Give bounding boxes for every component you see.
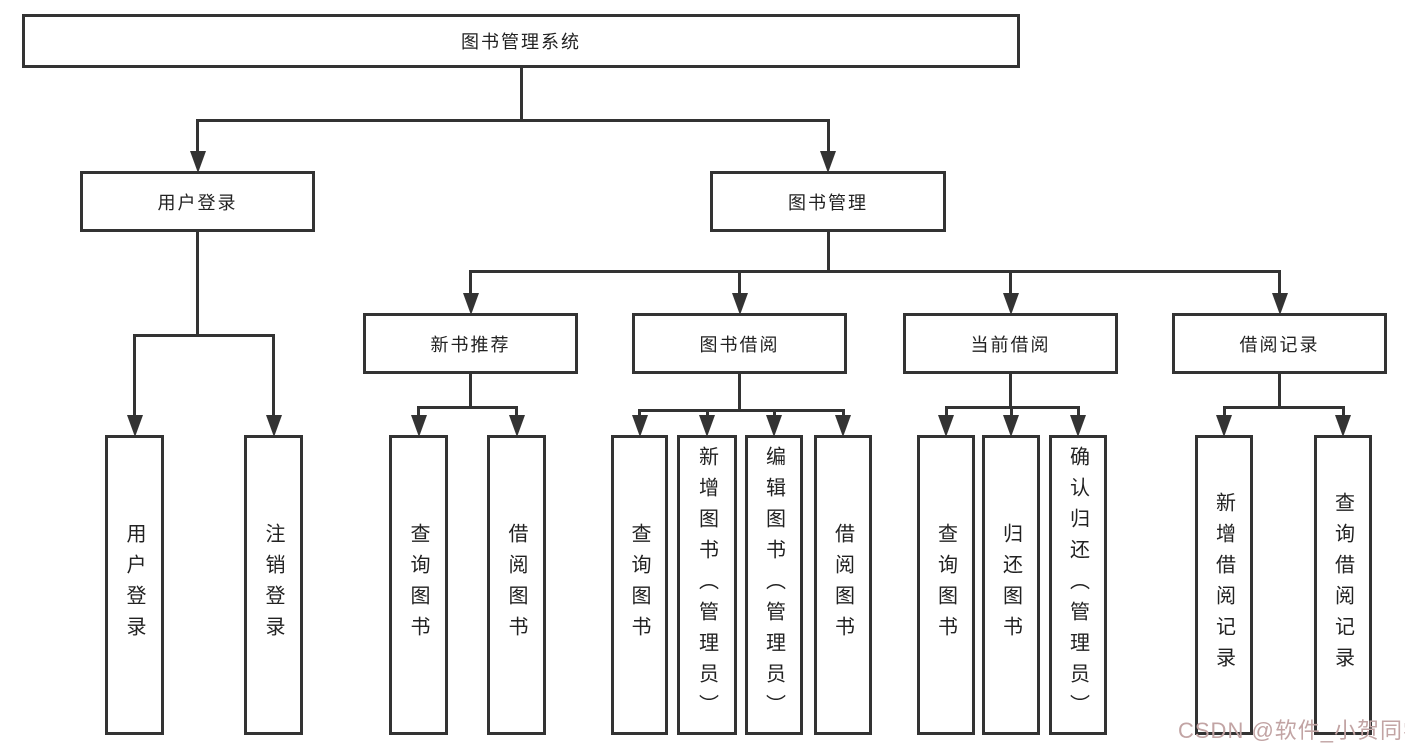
node-label: 借阅图书 bbox=[505, 523, 527, 647]
arrowhead-down-icon bbox=[410, 415, 427, 437]
node-b3: 编辑图书（管理员） bbox=[745, 435, 803, 735]
arrowhead-down-icon bbox=[1070, 415, 1086, 437]
connector-vline bbox=[944, 407, 948, 421]
arrowhead-down-icon bbox=[731, 293, 748, 315]
node-n1: 查询图书 bbox=[389, 435, 448, 735]
node-label: 确认归还（管理员） bbox=[1066, 445, 1089, 725]
connector-vline bbox=[1009, 271, 1012, 299]
connector-vline bbox=[1278, 374, 1281, 407]
node-label: 图书管理系统 bbox=[461, 32, 581, 52]
arrowhead-down-icon bbox=[699, 415, 715, 437]
connector-vline bbox=[515, 407, 518, 421]
node-borrow: 图书借阅 bbox=[632, 313, 847, 374]
node-c2: 归还图书 bbox=[982, 435, 1040, 735]
connector-vline bbox=[1009, 407, 1013, 421]
connector-vline bbox=[1076, 407, 1080, 421]
arrowhead-down-icon bbox=[1216, 415, 1232, 437]
connector-hline bbox=[1222, 405, 1345, 409]
node-b2: 新增图书（管理员） bbox=[677, 435, 737, 735]
node-label: 归还图书 bbox=[999, 523, 1022, 647]
node-label: 查询图书 bbox=[934, 523, 957, 647]
connector-vline bbox=[1341, 407, 1345, 421]
node-label: 注销登录 bbox=[262, 523, 284, 647]
arrowhead-down-icon bbox=[1002, 293, 1019, 315]
node-c1: 查询图书 bbox=[917, 435, 975, 735]
node-label: 图书借阅 bbox=[699, 334, 780, 355]
node-root: 图书管理系统 bbox=[22, 14, 1020, 68]
connector-vline bbox=[519, 68, 523, 120]
connector-vline bbox=[826, 232, 830, 271]
arrowhead-down-icon bbox=[1271, 293, 1288, 315]
connector-hline bbox=[638, 408, 845, 412]
arrowhead-down-icon bbox=[1003, 415, 1019, 437]
arrowhead-down-icon bbox=[462, 293, 479, 315]
connector-vline bbox=[1009, 374, 1012, 407]
node-u1: 用户登录 bbox=[105, 435, 164, 735]
connector-hline bbox=[196, 118, 830, 122]
arrowhead-down-icon bbox=[126, 415, 143, 437]
node-label: 查询借阅记录 bbox=[1331, 492, 1354, 678]
arrowhead-down-icon bbox=[766, 415, 782, 437]
connector-vline bbox=[1278, 271, 1281, 299]
node-b4: 借阅图书 bbox=[814, 435, 872, 735]
connector-vline bbox=[196, 120, 199, 157]
arrowhead-down-icon bbox=[508, 415, 525, 437]
connector-vline bbox=[469, 374, 472, 407]
node-label: 借阅记录 bbox=[1239, 334, 1320, 355]
node-label: 新增图书（管理员） bbox=[695, 445, 718, 725]
arrowhead-down-icon bbox=[189, 151, 206, 173]
node-records: 借阅记录 bbox=[1172, 313, 1387, 374]
node-label: 编辑图书（管理员） bbox=[762, 445, 785, 725]
node-label: 新增借阅记录 bbox=[1212, 492, 1235, 678]
arrowhead-down-icon bbox=[820, 151, 836, 173]
node-label: 当前借阅 bbox=[970, 334, 1051, 355]
connector-hline bbox=[469, 269, 1281, 273]
node-label: 查询图书 bbox=[628, 523, 650, 647]
node-label: 用户登录 bbox=[123, 523, 145, 647]
node-u2: 注销登录 bbox=[244, 435, 303, 735]
arrowhead-down-icon bbox=[938, 415, 954, 437]
node-r2: 查询借阅记录 bbox=[1314, 435, 1372, 735]
node-label: 借阅图书 bbox=[831, 523, 854, 647]
node-current: 当前借阅 bbox=[903, 313, 1118, 374]
node-mgmt: 图书管理 bbox=[710, 171, 946, 232]
arrowhead-down-icon bbox=[631, 415, 648, 437]
node-label: 查询图书 bbox=[407, 523, 429, 647]
connector-vline bbox=[738, 374, 741, 410]
node-newbook: 新书推荐 bbox=[363, 313, 578, 374]
arrowhead-down-icon bbox=[1335, 415, 1351, 437]
arrowhead-down-icon bbox=[835, 415, 851, 437]
connector-vline bbox=[738, 271, 741, 299]
node-login: 用户登录 bbox=[80, 171, 315, 232]
node-r1: 新增借阅记录 bbox=[1195, 435, 1253, 735]
node-n2: 借阅图书 bbox=[487, 435, 546, 735]
node-label: 新书推荐 bbox=[430, 334, 511, 355]
node-label: 用户登录 bbox=[157, 192, 238, 213]
connector-vline bbox=[196, 232, 199, 335]
connector-vline bbox=[417, 407, 420, 421]
node-b1: 查询图书 bbox=[611, 435, 668, 735]
connector-hline bbox=[417, 405, 518, 409]
connector-vline bbox=[469, 271, 472, 299]
csdn-watermark: CSDN @软件_小贺同学 bbox=[1178, 718, 1405, 743]
node-label: 图书管理 bbox=[788, 192, 868, 213]
connector-vline bbox=[1222, 407, 1226, 421]
connector-hline bbox=[133, 333, 275, 337]
node-c3: 确认归还（管理员） bbox=[1049, 435, 1107, 735]
connector-vline bbox=[272, 335, 275, 421]
connector-vline bbox=[133, 335, 136, 421]
arrowhead-down-icon bbox=[265, 415, 282, 437]
connector-vline bbox=[826, 120, 830, 157]
